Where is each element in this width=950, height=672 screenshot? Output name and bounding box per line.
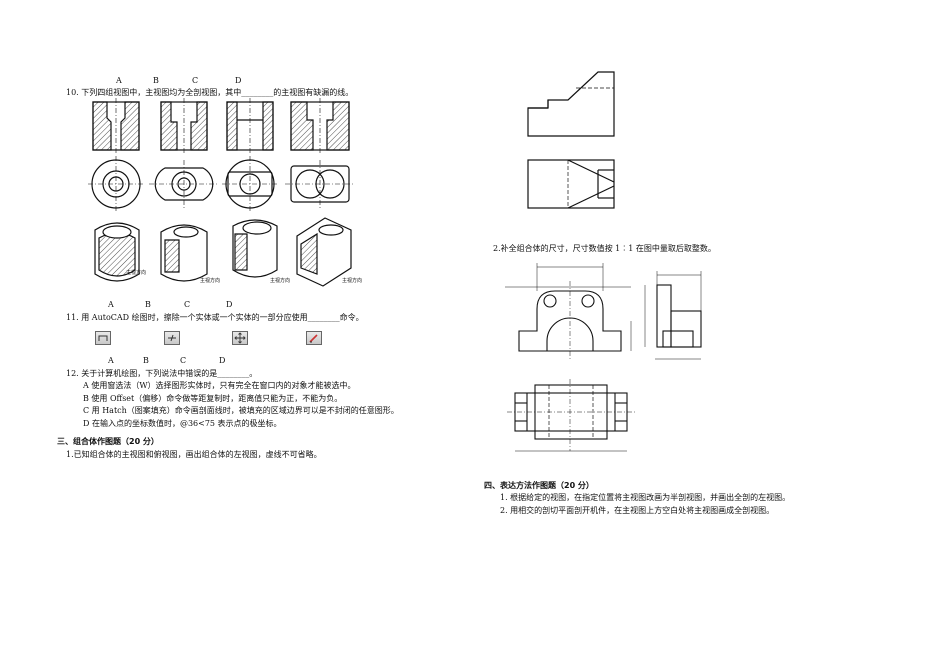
q10-iso-label-a: 主视方向 (126, 270, 147, 276)
bracket-front-view (505, 263, 632, 359)
q10-iso-label-b: 主视方向 (200, 278, 221, 284)
top-view (527, 159, 615, 209)
q12-option-d: D (219, 356, 226, 365)
q10-option-a: A (116, 76, 122, 85)
q10-d-front-view (290, 98, 350, 154)
section4-title: 四、表达方法作图题（20 分） (484, 481, 594, 490)
q11-option-b: B (145, 300, 151, 309)
q10-iso-label-d: 主视方向 (342, 278, 363, 284)
q11-stem: 11. 用 AutoCAD 绘图时，擦除一个实体或一个实体的一部分应使用____… (66, 313, 364, 322)
q10-c-front-view (226, 98, 274, 154)
q12-option-b: B (143, 356, 149, 365)
q10-b-iso-view (160, 224, 208, 282)
q11-option-d: D (226, 300, 233, 309)
q12-option-a: A (108, 356, 114, 365)
q10-c-top-view (222, 156, 278, 212)
q12-choice-d: D 在输入点的坐标数值时，@36<75 表示点的极坐标。 (83, 419, 282, 428)
bracket-side-view (644, 271, 702, 360)
erase-icon (306, 331, 322, 345)
front-view (527, 71, 615, 137)
q12-choice-c: C 用 Hatch（图案填充）命令画剖面线时，被填充的区域边界可以是不封闭的任意… (83, 406, 399, 415)
combined-body-views-figure (527, 71, 615, 209)
q10-c-iso-view (232, 219, 278, 278)
q12-choice-a: A 使用窗选法（W）选择图形实体时，只有完全在窗口内的对象才能被选中。 (83, 381, 356, 390)
q10-option-d: D (235, 76, 242, 85)
trim-icon (164, 331, 180, 345)
section3-item1: 1.已知组合体的主视图和俯视图，画出组合体的左视图，虚线不可省略。 (66, 450, 322, 459)
move-icon (232, 331, 248, 345)
q11-option-c: C (184, 300, 191, 309)
q12-stem: 12. 关于计算机绘图，下列说法中错误的是________。 (66, 369, 258, 378)
q10-d-iso-view (296, 217, 352, 287)
q10-option-b: B (153, 76, 159, 85)
q10-d-top-view (285, 160, 355, 208)
section4-item2: 2. 用相交的剖切平面剖开机件，在主视图上方空白处将主视图画成全剖视图。 (500, 506, 775, 515)
q10-views-figure (88, 98, 355, 287)
q10-a-front-view (92, 98, 140, 154)
dimension-figure (505, 263, 702, 452)
q10-option-c: C (192, 76, 199, 85)
q10-stem: 10. 下列四组视图中，主视图均为全剖视图，其中________的主视图有缺漏的… (66, 88, 354, 97)
q12-option-c: C (180, 356, 187, 365)
q10-a-top-view (88, 156, 144, 212)
section3-title: 三、组合体作图题（20 分） (57, 437, 159, 446)
q10-a-iso-view (94, 222, 140, 282)
right-item2: 2.补全组合体的尺寸，尺寸数值按 1︰1 在图中量取后取整数。 (493, 244, 716, 253)
q12-choice-b: B 使用 Offset（偏移）命令做等距复制时，距离值只能为正，不能为负。 (83, 394, 343, 403)
q10-iso-label-c: 主视方向 (270, 278, 291, 284)
break-icon (95, 331, 111, 345)
section4-item1: 1. 根据给定的视图，在指定位置将主视图改画为半剖视图，并画出全剖的左视图。 (500, 493, 791, 502)
q10-b-top-view (149, 160, 219, 208)
bracket-top-view (507, 379, 635, 452)
q11-option-a: A (108, 300, 114, 309)
q10-b-front-view (160, 98, 208, 154)
